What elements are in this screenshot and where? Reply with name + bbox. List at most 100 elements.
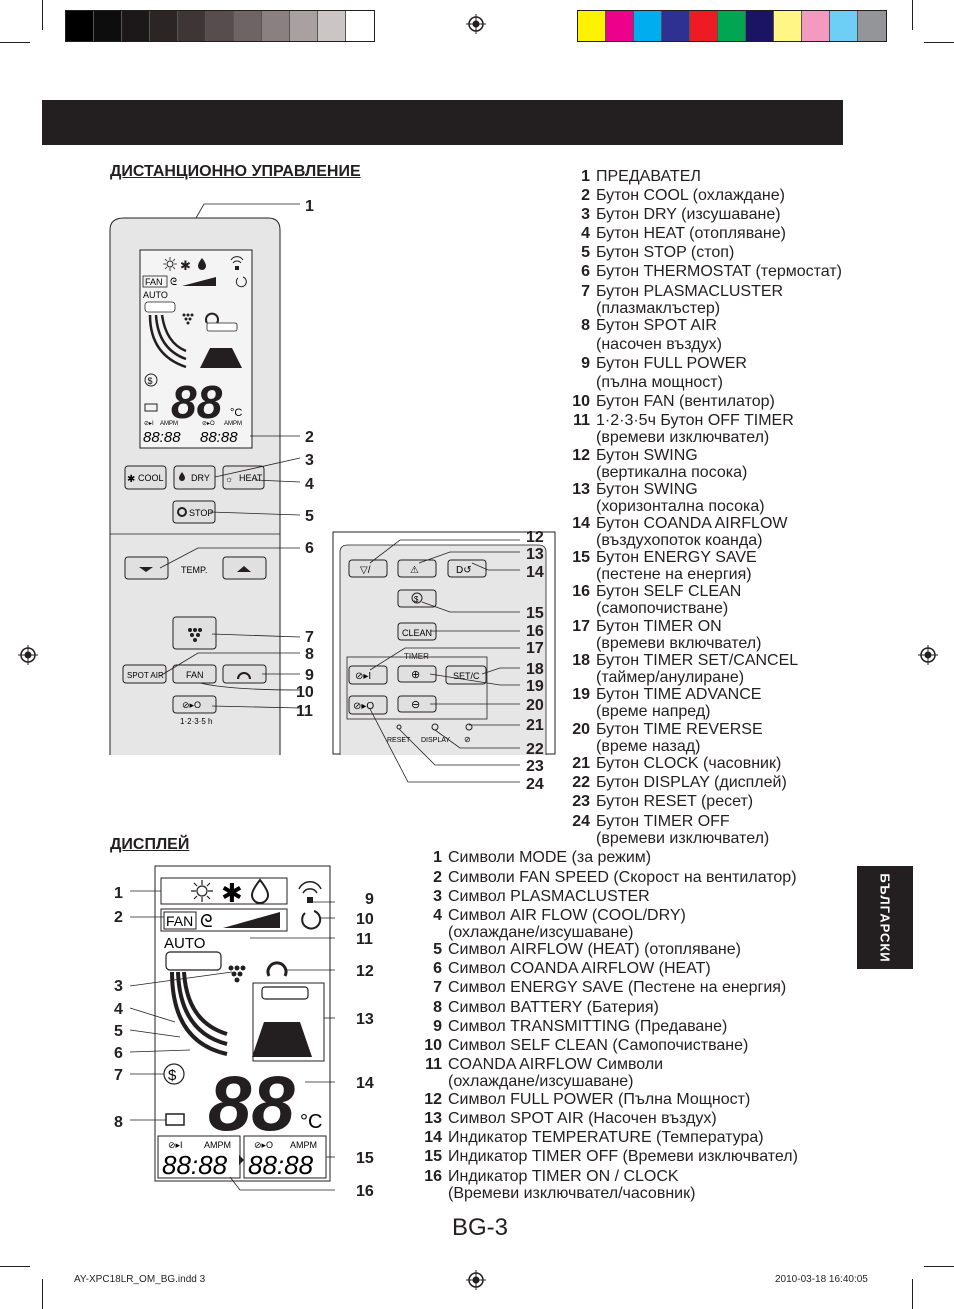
crop-mark: [924, 1266, 954, 1267]
legend-item-line: Бутон TIME REVERSE: [596, 721, 763, 738]
callout-number: 12: [526, 529, 544, 546]
legend-item-line: Символи MODE (за режим): [448, 849, 652, 866]
callout-number: 2: [305, 429, 314, 446]
legend-item-number: 12: [572, 447, 590, 464]
legend-item-number: 16: [572, 583, 590, 600]
lcd-time-left: 88:88: [143, 429, 181, 446]
timer-off-button[interactable]: [348, 695, 388, 715]
spot-air-label: SPOT AIR: [127, 671, 164, 680]
registration-mark-icon: [466, 14, 486, 34]
legend-item-number: 1: [433, 849, 442, 866]
legend-item-line: Бутон FULL POWER: [596, 355, 747, 372]
legend-item-number: 13: [424, 1110, 442, 1127]
timer-set-cancel-button[interactable]: [445, 665, 487, 685]
legend-item-line: Символ PLASMACLUSTER: [448, 888, 650, 905]
energy-save-icon: $: [148, 376, 153, 386]
legend-item-text: Бутон ENERGY SAVE(пестене на енергия): [596, 549, 757, 583]
off-timer-button[interactable]: [172, 695, 217, 714]
legend-item-number: 15: [424, 1148, 442, 1165]
legend-item-text: Бутон FULL POWER(пълна мощност): [596, 355, 747, 391]
time-advance-button[interactable]: [397, 665, 437, 683]
legend-item-line: (време напред): [596, 703, 711, 720]
legend-item-line: Бутон COOL (охлаждане): [596, 187, 785, 204]
crop-mark: [0, 42, 30, 43]
crop-mark: [42, 0, 43, 30]
plasmacluster-icon: [188, 628, 202, 642]
legend-item-text: Символ AIR FLOW (COOL/DRY)(охлаждане/изс…: [448, 907, 686, 941]
legend-item-number: 3: [581, 206, 590, 223]
legend-item-number: 8: [581, 317, 590, 334]
display-section-title: ДИСПЛЕЙ: [110, 836, 190, 853]
self-clean-button[interactable]: [397, 622, 437, 641]
display-fan-label: FAN: [166, 913, 193, 929]
legend-item-text: Символ PLASMACLUSTER: [448, 888, 650, 905]
color-swatch: [262, 11, 290, 41]
legend-item-line: Символ AIR FLOW (COOL/DRY): [448, 907, 686, 924]
display-label: DISPLAY: [421, 737, 450, 744]
color-swatch: [290, 11, 318, 41]
swing-horizontal-button[interactable]: [397, 559, 437, 578]
swing-vertical-button[interactable]: [348, 559, 388, 578]
color-swatch: [774, 11, 802, 41]
callout-number: 5: [114, 1023, 123, 1040]
legend-item-number: 11: [573, 412, 590, 429]
legend-item-line: 1·2·3·5ч Бутон OFF TIMER: [596, 412, 794, 429]
crop-mark: [924, 42, 954, 43]
timer-off-icon: ⊘▸O: [353, 701, 374, 712]
heat-button[interactable]: [222, 465, 265, 490]
legend-item-number: 2: [433, 869, 442, 886]
self-clean-icon: [235, 276, 247, 288]
legend-item-line: (времеви изключвател): [596, 429, 770, 446]
grayscale-color-bar: [65, 10, 375, 42]
legend-item-text: Символ AIRFLOW (HEAT) (отопляване): [448, 941, 741, 958]
remote-control-diagram: ✱ FAN ᘓ AUTO $ 88 °C ⊘▸I AMPM ⊘▸O AMPM 8…: [109, 198, 556, 793]
callout-number: 10: [296, 684, 314, 701]
lcd-unit-label: °C: [230, 407, 242, 419]
fan-button[interactable]: [172, 664, 217, 684]
legend-item-text: Символ FULL POWER (Пълна Мощност): [448, 1091, 750, 1108]
legend-item-number: 9: [433, 1018, 442, 1035]
legend-item-number: 7: [433, 979, 442, 996]
legend-item-text: Символ COANDA AIRFLOW (HEAT): [448, 960, 711, 977]
legend-item-text: Бутон SELF CLEAN(самопочистване): [596, 583, 741, 617]
legend-item-line: Бутон SELF CLEAN: [596, 583, 742, 600]
timer-group: [346, 656, 488, 720]
sun-icon: [163, 257, 177, 271]
timer-on-button[interactable]: [348, 665, 388, 685]
fan-button-label: FAN: [186, 670, 204, 680]
legend-item-line: Символ AIRFLOW (HEAT) (отопляване): [448, 941, 741, 958]
legend-item-number: 5: [433, 941, 442, 958]
dry-button[interactable]: [173, 465, 216, 490]
legend-item-line: Бутон PLASMACLUSTER: [596, 283, 784, 300]
timer-off-icon: ⊘▸I: [144, 421, 154, 427]
energy-save-button[interactable]: [397, 589, 437, 608]
cool-button[interactable]: [124, 465, 167, 490]
callout-number: 1: [305, 198, 314, 215]
coanda-airflow-button[interactable]: [447, 559, 487, 578]
sun-icon: [191, 880, 213, 902]
legend-item-line: (пестене на енергия): [596, 566, 752, 583]
display-diagram: ✱ FAN ᘓ AUTO $ 88 °C ⊘▸I AMPM ⊘▸O AMPM 8…: [114, 865, 374, 1200]
callout-number: 21: [526, 717, 544, 734]
plasmacluster-button[interactable]: [172, 616, 217, 650]
lcd-auto-label: AUTO: [143, 290, 168, 300]
callout-number: 16: [356, 1183, 374, 1200]
clock-button[interactable]: [465, 723, 473, 731]
legend-item-text: Символ ENERGY SAVE (Пестене на енергия): [448, 979, 786, 996]
heat-button-label: HEAT: [239, 473, 263, 483]
spot-air-button[interactable]: [122, 664, 167, 684]
legend-item-number: 16: [424, 1168, 442, 1185]
legend-item-line: Бутон DISPLAY (дисплей): [596, 774, 787, 791]
display-callout-lines: [129, 890, 335, 1191]
legend-item-text: Бутон HEAT (отопляване): [596, 225, 786, 242]
color-swatch: [830, 11, 858, 41]
